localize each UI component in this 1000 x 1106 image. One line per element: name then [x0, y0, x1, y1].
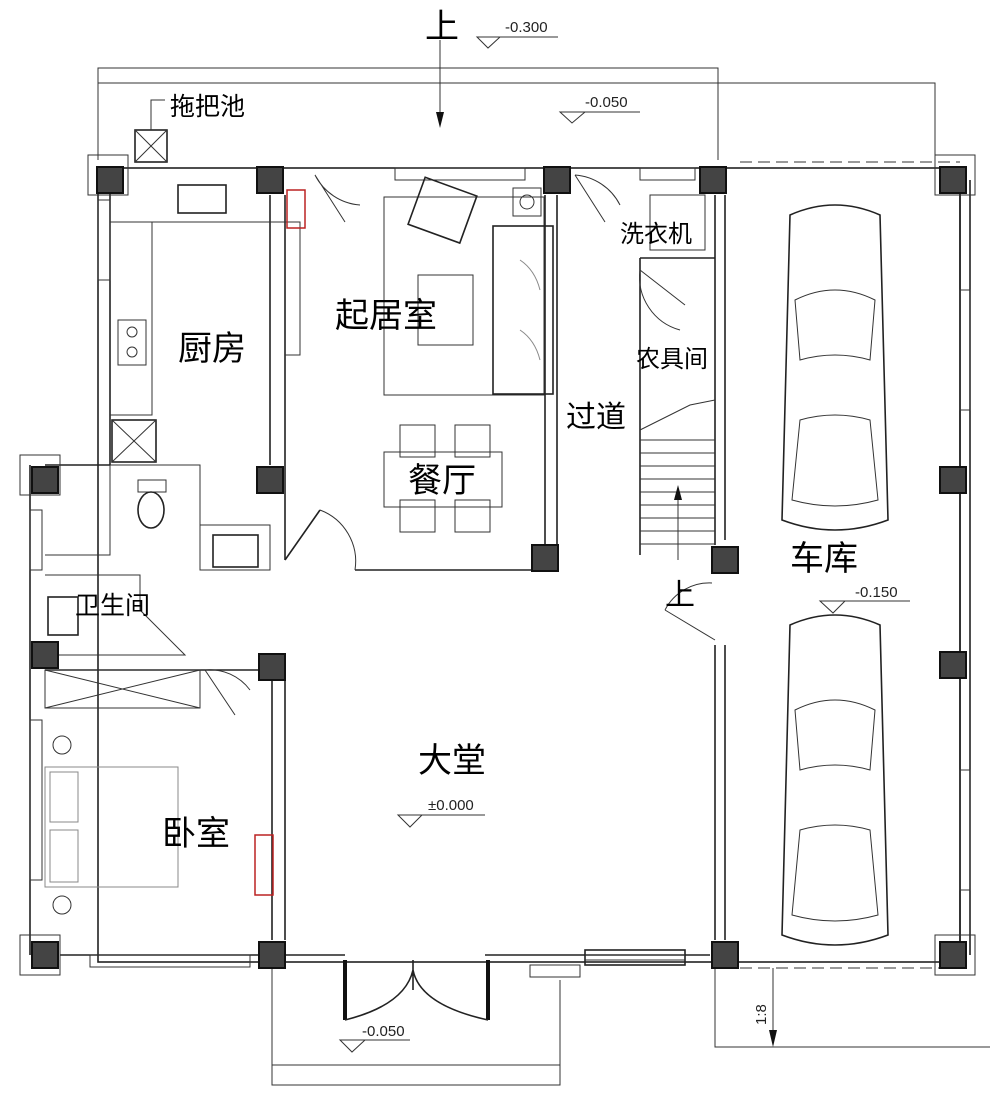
label-dining: 餐厅	[408, 461, 476, 501]
washing-machine	[649, 194, 706, 251]
label-washing-machine: 洗衣机	[620, 220, 692, 248]
living-furniture	[383, 176, 554, 533]
columns	[31, 166, 967, 969]
elevation-garage: -0.150	[855, 584, 898, 601]
column	[939, 466, 967, 494]
column	[939, 941, 967, 969]
column	[699, 166, 727, 194]
windows	[29, 167, 971, 978]
slope-label: 1:8	[753, 1004, 770, 1025]
doors	[204, 174, 716, 1021]
label-mop-sink: 拖把池	[170, 92, 245, 121]
column	[531, 544, 559, 572]
label-lobby: 大堂	[418, 741, 486, 781]
label-living-room: 起居室	[335, 296, 437, 336]
up-marker-stair: 上	[665, 578, 695, 613]
column	[258, 941, 286, 969]
elevation-outside-top: -0.300	[505, 19, 548, 36]
column	[258, 653, 286, 681]
label-tool-room: 农具间	[636, 345, 708, 373]
column	[256, 466, 284, 494]
elevation-porch-top: -0.050	[585, 94, 628, 111]
bathroom-fixtures	[44, 464, 271, 709]
stairs	[639, 399, 716, 560]
column	[543, 166, 571, 194]
column	[711, 546, 739, 574]
porch	[271, 161, 990, 1086]
column	[31, 941, 59, 969]
column	[256, 166, 284, 194]
bed	[44, 189, 306, 915]
label-corridor: 过道	[566, 400, 626, 435]
label-kitchen: 厨房	[178, 329, 246, 369]
column	[96, 166, 124, 194]
column	[31, 466, 59, 494]
label-bathroom: 卫生间	[75, 591, 150, 620]
kitchen-fixtures	[110, 99, 301, 463]
column	[711, 941, 739, 969]
elevation-marks	[338, 36, 910, 1053]
pilasters	[19, 154, 976, 976]
elevation-lobby: ±0.000	[428, 797, 474, 814]
column	[939, 651, 967, 679]
label-bedroom: 卧室	[162, 814, 230, 854]
elevation-entrance: -0.050	[362, 1023, 405, 1040]
cars	[781, 204, 889, 946]
up-marker-top: 上	[425, 7, 459, 47]
label-garage: 车库	[790, 539, 858, 579]
column	[31, 641, 59, 669]
column	[939, 166, 967, 194]
top-terrace	[97, 67, 936, 160]
